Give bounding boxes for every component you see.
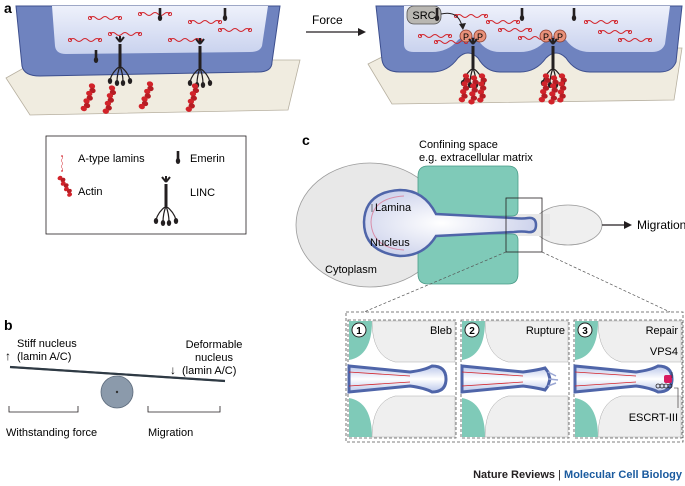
inset-2-number xyxy=(464,322,480,338)
src-kinase: SRC xyxy=(406,5,466,30)
insets-frame xyxy=(345,311,684,443)
balance-beam xyxy=(9,365,226,409)
withstanding-bracket xyxy=(8,406,79,413)
legend-emerin: Emerin xyxy=(175,151,225,165)
src-label: SRC xyxy=(412,10,435,22)
svg-text:2: 2 xyxy=(469,326,475,337)
migration-caption: Migration xyxy=(148,427,193,439)
legend-box: A-type lamins Emerin Actin LINC xyxy=(45,135,247,235)
legend-actin: Actin xyxy=(56,174,102,198)
deformable-arrow: ↓ xyxy=(170,363,176,377)
journal-separator: | xyxy=(555,469,564,481)
zoom-box xyxy=(505,197,543,253)
deformable-label-line2: nucleus xyxy=(195,352,233,364)
panel-c: c Confining space e.g. extracellular mat… xyxy=(295,132,685,443)
escrt-iii-rings xyxy=(655,383,673,389)
nucleus-label: Nucleus xyxy=(370,237,410,249)
stiff-label-line2: (lamin A/C) xyxy=(17,351,71,363)
svg-text:1: 1 xyxy=(356,326,362,337)
legend-actin-label: Actin xyxy=(78,186,102,198)
deformable-label-line1: Deformable xyxy=(186,339,243,351)
inset-repair: 3 Repair VPS4 ESCRT-III xyxy=(573,319,683,439)
force-arrow: Force xyxy=(306,13,366,36)
nucleoplasm-right xyxy=(404,6,670,52)
legend-linc-label: LINC xyxy=(190,187,215,199)
stiff-arrow: ↑ xyxy=(5,349,11,363)
vps4-label: VPS4 xyxy=(650,346,678,358)
inset-2-title: Rupture xyxy=(526,325,565,337)
journal-section: Molecular Cell Biology xyxy=(564,469,683,481)
stiff-label-line1: Stiff nucleus xyxy=(17,338,77,350)
svg-text:P: P xyxy=(557,32,563,42)
migration-label: Migration xyxy=(637,218,685,232)
legend-emerin-label: Emerin xyxy=(190,153,225,165)
journal-name: Nature Reviews xyxy=(473,469,555,481)
svg-text:P: P xyxy=(543,32,549,42)
inset-1-number xyxy=(351,322,367,338)
confining-space-line1: Confining space xyxy=(419,139,498,151)
panel-a: a xyxy=(4,0,683,235)
confining-space-line2: e.g. extracellular matrix xyxy=(419,152,533,164)
journal-credit: Nature Reviews | Molecular Cell Biology xyxy=(473,469,683,481)
legend-linc: LINC xyxy=(152,175,215,227)
inset-3-title: Repair xyxy=(646,325,679,337)
inset-bleb: 1 Bleb xyxy=(347,319,457,439)
nucleus-body xyxy=(362,188,538,258)
force-label: Force xyxy=(312,13,343,27)
deformable-label-line3: (lamin A/C) xyxy=(182,365,236,377)
svg-text:P: P xyxy=(463,32,469,42)
panel-b: b ↑ Stiff nucleus (lamin A/C) Deformable… xyxy=(4,317,242,439)
nucleus-before-force xyxy=(5,5,301,116)
panel-b-letter: b xyxy=(4,317,13,333)
legend-a-type-lamins: A-type lamins xyxy=(60,153,145,173)
migrating-cell: Lamina Nucleus Cytoplasm xyxy=(295,162,671,313)
inset-1-title: Bleb xyxy=(430,325,452,337)
legend-a-type-lamins-label: A-type lamins xyxy=(78,153,145,165)
migration-bracket xyxy=(147,406,221,413)
lamina-label: Lamina xyxy=(375,202,412,214)
vps4-marker xyxy=(664,375,672,383)
escrt-iii-label: ESCRT-III xyxy=(629,412,678,424)
cytoplasm-label: Cytoplasm xyxy=(325,264,377,276)
nucleoplasm-left xyxy=(52,6,268,54)
inset-rupture: 2 Rupture xyxy=(460,319,570,439)
migration-arrow: Migration xyxy=(602,218,685,232)
panel-c-letter: c xyxy=(302,132,310,148)
panel-a-letter: a xyxy=(4,0,12,16)
inset-3-number xyxy=(577,322,593,338)
withstanding-force-caption: Withstanding force xyxy=(6,427,97,439)
svg-text:3: 3 xyxy=(582,326,588,337)
nucleus-after-force: SRC P P P P xyxy=(367,5,683,105)
svg-text:P: P xyxy=(477,32,483,42)
